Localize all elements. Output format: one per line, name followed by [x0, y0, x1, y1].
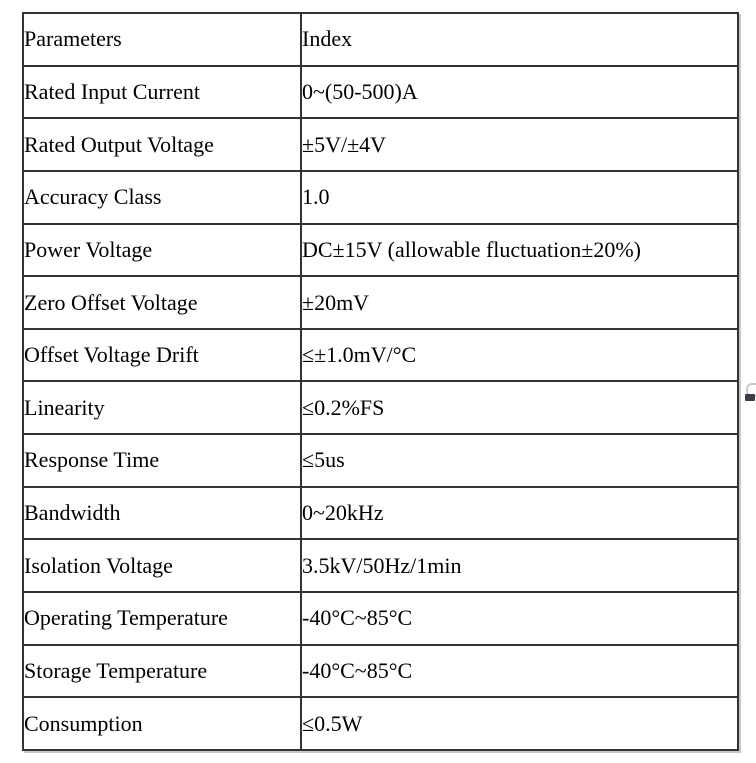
header-index: Index: [300, 12, 739, 67]
parameter-cell: Zero Offset Voltage: [22, 275, 302, 330]
parameter-cell: Response Time: [22, 433, 302, 488]
parameter-cell: Operating Temperature: [22, 591, 302, 646]
table-row: Zero Offset Voltage ±20mV: [22, 275, 739, 330]
index-cell: 3.5kV/50Hz/1min: [300, 538, 739, 594]
parameter-cell: Accuracy Class: [22, 169, 302, 225]
index-cell: DC±15V (allowable fluctuation±20%): [300, 222, 739, 278]
parameter-cell: Consumption: [22, 696, 302, 751]
index-cell: 1.0: [300, 169, 739, 225]
table-row: Bandwidth 0~20kHz: [22, 485, 739, 541]
index-cell: ±20mV: [300, 275, 739, 330]
table-row: Storage Temperature -40°C~85°C: [22, 643, 739, 699]
parameter-cell: Rated Input Current: [22, 64, 302, 120]
parameters-index-table: Parameters Index Rated Input Current 0~(…: [22, 12, 739, 751]
parameter-cell: Offset Voltage Drift: [22, 327, 302, 383]
index-cell: ≤5us: [300, 433, 739, 488]
index-cell: ±5V/±4V: [300, 117, 739, 172]
table-row: Response Time ≤5us: [22, 433, 739, 488]
index-cell: 0~20kHz: [300, 485, 739, 541]
index-cell: -40°C~85°C: [300, 591, 739, 646]
table-row: Linearity ≤0.2%FS: [22, 380, 739, 436]
header-parameters: Parameters: [22, 12, 302, 67]
parameter-cell: Bandwidth: [22, 485, 302, 541]
index-cell: ≤±1.0mV/°C: [300, 327, 739, 383]
parameter-cell: Storage Temperature: [22, 643, 302, 699]
spec-table: Parameters Index Rated Input Current 0~(…: [22, 12, 739, 751]
table-row: Isolation Voltage 3.5kV/50Hz/1min: [22, 538, 739, 594]
parameter-cell: Linearity: [22, 380, 302, 436]
parameter-cell: Rated Output Voltage: [22, 117, 302, 172]
parameter-cell: Isolation Voltage: [22, 538, 302, 594]
table-row: Rated Output Voltage ±5V/±4V: [22, 117, 739, 172]
table-row: Rated Input Current 0~(50-500)A: [22, 64, 739, 120]
parameter-cell: Power Voltage: [22, 222, 302, 278]
index-cell: ≤0.2%FS: [300, 380, 739, 436]
index-cell: -40°C~85°C: [300, 643, 739, 699]
table-row: Consumption ≤0.5W: [22, 696, 739, 751]
table-row: Accuracy Class 1.0: [22, 169, 739, 225]
table-header-row: Parameters Index: [22, 12, 739, 67]
table-row: Operating Temperature -40°C~85°C: [22, 591, 739, 646]
index-cell: 0~(50-500)A: [300, 64, 739, 120]
table-row: Offset Voltage Drift ≤±1.0mV/°C: [22, 327, 739, 383]
table-row: Power Voltage DC±15V (allowable fluctuat…: [22, 222, 739, 278]
index-cell: ≤0.5W: [300, 696, 739, 751]
edge-artifact-dark: [745, 394, 755, 401]
